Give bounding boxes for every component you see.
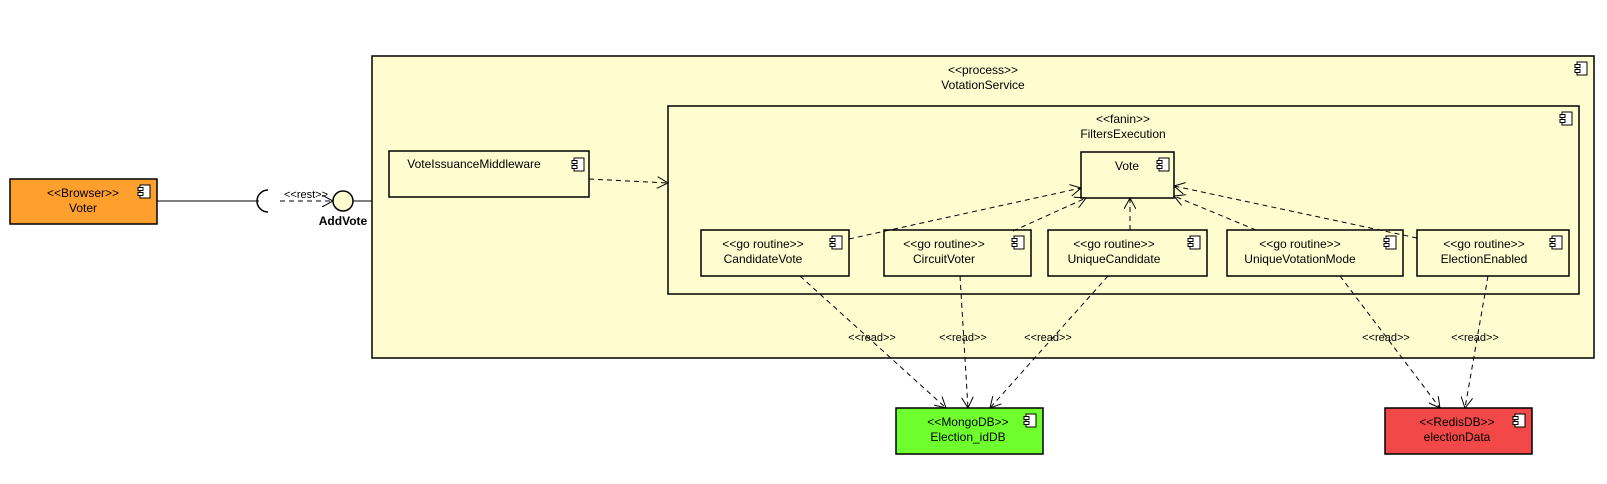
- routine-name: CircuitVoter: [913, 252, 975, 266]
- read-arrow: [1339, 275, 1440, 408]
- redisdb-box[interactable]: [1384, 407, 1533, 455]
- dependency-arrow: [1174, 196, 1257, 231]
- middleware-box[interactable]: [388, 150, 590, 198]
- fanin-name: FiltersExecution: [1080, 127, 1165, 141]
- component-icon: [1549, 235, 1563, 250]
- mongodb-stereotype: <<MongoDB>>: [927, 415, 1008, 429]
- component-icon: [1559, 111, 1573, 126]
- routine-box[interactable]: [1416, 229, 1570, 277]
- routine-box[interactable]: [700, 229, 850, 277]
- voter-box[interactable]: [9, 178, 158, 225]
- middleware-name: VoteIssuanceMiddleware: [407, 157, 541, 171]
- routine-unique-votation-mode[interactable]: <<go routine>> UniqueVotationMode: [1226, 229, 1404, 277]
- process-name: VotationService: [941, 78, 1025, 92]
- read-dependencies: <<read>> <<read>> <<read>> <<read>> <<re…: [799, 275, 1499, 408]
- routine-box[interactable]: [1047, 229, 1208, 277]
- read-label: <<read>>: [939, 332, 987, 344]
- routine-name: UniqueCandidate: [1068, 252, 1161, 266]
- component-icon: [1512, 413, 1526, 428]
- read-arrow: [990, 275, 1109, 408]
- component-icon: [1156, 157, 1170, 172]
- routine-stereotype: <<go routine>>: [1259, 237, 1340, 251]
- dependency-arrow: [1174, 186, 1418, 239]
- routine-name: CandidateVote: [724, 252, 803, 266]
- voter-stereotype: <<Browser>>: [47, 186, 119, 200]
- fanin-stereotype: <<fanin>>: [1096, 112, 1150, 126]
- read-label: <<read>>: [1362, 332, 1410, 344]
- addvote-interface[interactable]: <<rest>> AddVote: [157, 189, 372, 228]
- interface-name: AddVote: [319, 214, 368, 228]
- component-icon: [1023, 413, 1037, 428]
- routine-unique-candidate[interactable]: <<go routine>> UniqueCandidate: [1047, 229, 1208, 277]
- routine-candidate-vote[interactable]: <<go routine>> CandidateVote: [700, 229, 850, 277]
- redisdb-name: electionData: [1424, 430, 1491, 444]
- middleware-to-fanin-dependency: [588, 179, 668, 183]
- redisdb-component[interactable]: <<RedisDB>> electionData: [1384, 407, 1533, 455]
- routine-stereotype: <<go routine>>: [1443, 237, 1524, 251]
- rest-label: <<rest>>: [284, 189, 328, 201]
- routine-election-enabled[interactable]: <<go routine>> ElectionEnabled: [1416, 229, 1570, 277]
- redisdb-stereotype: <<RedisDB>>: [1419, 415, 1494, 429]
- dependency-arrow: [1012, 198, 1086, 232]
- vote-issuance-middleware-component[interactable]: VoteIssuanceMiddleware: [388, 150, 590, 198]
- component-icon: [571, 157, 585, 172]
- routine-stereotype: <<go routine>>: [1073, 237, 1154, 251]
- routine-stereotype: <<go routine>>: [903, 237, 984, 251]
- vote-name: Vote: [1115, 159, 1139, 173]
- mongodb-component[interactable]: <<MongoDB>> Election_idDB: [895, 407, 1044, 455]
- component-icon: [1574, 61, 1588, 76]
- routine-circuit-voter[interactable]: <<go routine>> CircuitVoter: [883, 229, 1032, 277]
- voter-name: Voter: [69, 201, 97, 215]
- provided-lollipop[interactable]: [332, 190, 354, 212]
- routine-to-vote-dependencies: [848, 186, 1418, 240]
- component-icon: [829, 235, 843, 250]
- read-arrow: [959, 275, 968, 408]
- read-label: <<read>>: [848, 332, 896, 344]
- process-stereotype: <<process>>: [948, 63, 1018, 77]
- mongodb-name: Election_idDB: [930, 430, 1005, 444]
- routine-name: ElectionEnabled: [1441, 252, 1528, 266]
- routine-stereotype: <<go routine>>: [722, 237, 803, 251]
- component-icon: [1011, 235, 1025, 250]
- vote-component[interactable]: Vote: [1080, 151, 1175, 199]
- component-icon: [137, 184, 151, 199]
- routine-box[interactable]: [1226, 229, 1404, 277]
- read-label: <<read>>: [1451, 332, 1499, 344]
- component-icon: [1383, 235, 1397, 250]
- read-arrow: [799, 275, 946, 408]
- component-icon: [1187, 235, 1201, 250]
- routine-box[interactable]: [883, 229, 1032, 277]
- read-label: <<read>>: [1024, 332, 1072, 344]
- dependency-arrow: [848, 188, 1081, 240]
- required-socket: [256, 189, 269, 213]
- read-arrow: [1465, 275, 1489, 408]
- routine-name: UniqueVotationMode: [1244, 252, 1356, 266]
- voter-browser-component[interactable]: <<Browser>> Voter: [9, 178, 158, 225]
